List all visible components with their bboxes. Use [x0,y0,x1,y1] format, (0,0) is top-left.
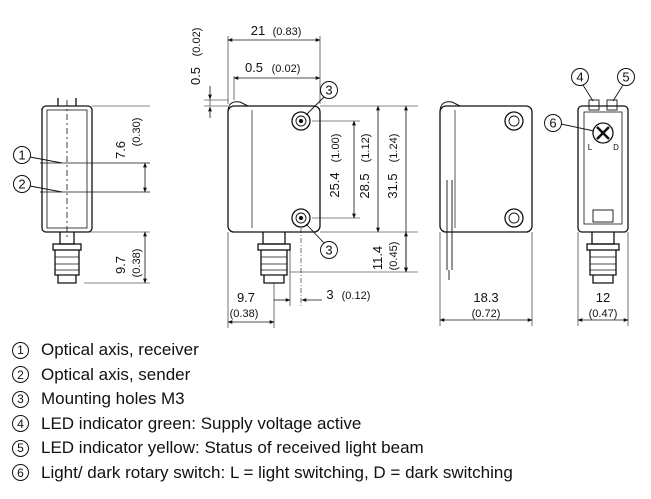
svg-text:4: 4 [576,70,583,85]
legend-item: 4 LED indicator green: Supply voltage ac… [12,412,642,437]
callout-2: 2 [13,175,63,193]
legend-item: 5 LED indicator yellow: Status of receiv… [12,436,642,461]
side-view [204,36,418,328]
callout-3-top: 3 [305,81,338,116]
dim-11-4-inch: (0.45) [388,242,400,271]
dim-18-3-inch: (0.72) [472,308,501,320]
dim-0-5-horizontal: 0.5 [245,60,263,75]
dim-28-5: 28.5 [357,173,372,198]
dim-0-5-vertical-inch: (0.02) [191,28,203,57]
legend-number: 2 [12,366,29,384]
legend-text: Optical axis, sender [41,364,191,384]
dim-9-7-vertical: 9.7 [113,256,128,274]
callout-3-bottom: 3 [305,223,338,259]
legend-text: Optical axis, receiver [41,340,199,360]
dim-0-5-vertical: 0.5 [188,67,203,85]
legend-text: LED indicator green: Supply voltage acti… [41,413,362,433]
legend-item: 6 Light/ dark rotary switch: L = light s… [12,461,642,486]
legend-item: 3 Mounting holes M3 [12,387,642,412]
dim-31-5: 31.5 [385,173,400,198]
dim-25-4: 25.4 [327,172,342,197]
front-view [40,98,150,284]
callout-6: 6 [544,114,595,132]
dim-7-6: 7.6 [113,141,128,159]
dim-3: 3 [326,287,333,302]
dim-12: 12 [596,290,610,305]
svg-text:3: 3 [325,243,332,258]
svg-text:1: 1 [18,148,25,163]
rear-view [577,99,629,326]
dim-9-7-horizontal: 9.7 [237,290,255,305]
callout-4: 4 [571,68,594,102]
dimension-drawing: 7.6 (0.30) 9.7 (0.38) 1 2 [13,23,635,328]
svg-text:2: 2 [18,177,25,192]
dim-11-4: 11.4 [370,246,385,270]
dim-21: 21 [251,23,265,38]
dim-18-3: 18.3 [473,290,498,305]
dim-0-5-horizontal-inch: (0.02) [272,63,301,75]
legend-text: LED indicator yellow: Status of received… [41,438,424,458]
dim-31-5-inch: (1.24) [388,134,400,163]
dim-3-inch: (0.12) [342,290,371,302]
cable-view [439,101,533,326]
svg-text:6: 6 [549,116,556,131]
dim-25-4-inch: (1.00) [330,134,342,163]
dim-9-7-horizontal-inch: (0.38) [230,308,259,320]
legend-number: 1 [12,341,29,359]
dim-12-inch: (0.47) [589,308,618,320]
legend-number: 4 [12,415,29,433]
dim-9-7-vertical-inch: (0.38) [131,249,143,278]
dim-21-inch: (0.83) [273,26,302,38]
callout-5: 5 [612,68,635,102]
svg-text:5: 5 [622,70,629,85]
dim-28-5-inch: (1.12) [360,134,372,163]
legend: 1 Optical axis, receiver 2 Optical axis,… [12,338,642,485]
legend-text: Mounting holes M3 [41,389,185,409]
legend-text: Light/ dark rotary switch: L = light swi… [41,462,513,482]
legend-number: 6 [12,464,29,482]
dim-7-6-inch: (0.30) [131,118,143,147]
legend-item: 2 Optical axis, sender [12,363,642,388]
svg-text:3: 3 [325,83,332,98]
callout-1: 1 [13,146,63,164]
legend-item: 1 Optical axis, receiver [12,338,642,363]
legend-number: 3 [12,390,29,408]
switch-label-light: L [588,143,593,152]
legend-number: 5 [12,439,29,457]
switch-label-dark: D [613,143,619,152]
